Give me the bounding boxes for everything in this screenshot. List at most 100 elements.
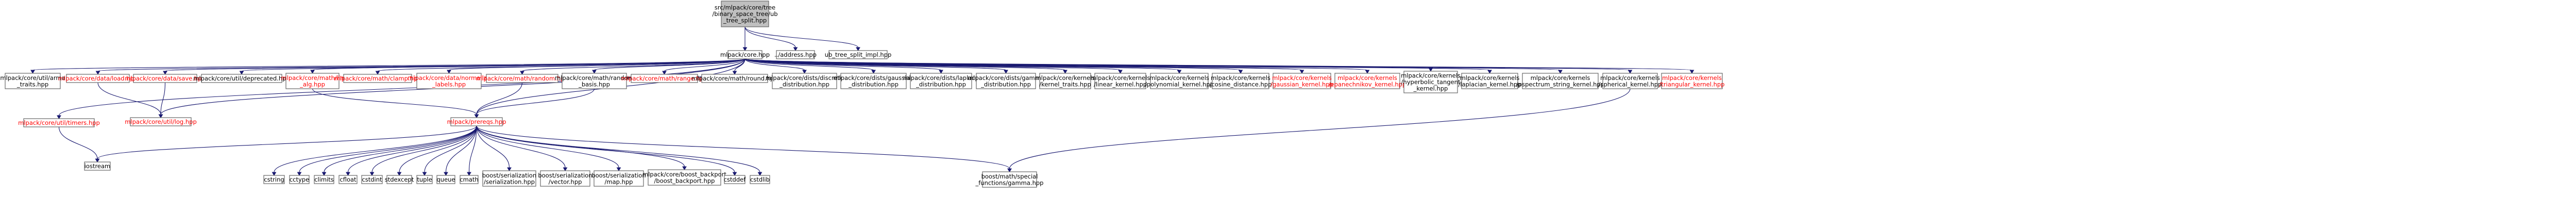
node-box — [976, 73, 1036, 89]
node-label: mlpack/core/dists/gaussian — [833, 74, 913, 82]
node-clamp[interactable]: mlpack/core/math/clamp.hpp — [334, 74, 421, 83]
node-random[interactable]: mlpack/core/math/random.hpp — [476, 74, 568, 83]
node-gauss_k[interactable]: mlpack/core/kernels/gaussian_kernel.hpp — [1270, 73, 1333, 89]
node-label: ub_tree_split_impl.hpp — [825, 51, 892, 58]
node-gaussian_d[interactable]: mlpack/core/dists/gaussian_distribution.… — [833, 73, 914, 89]
node-box — [5, 73, 61, 89]
node-log[interactable]: mlpack/core/util/log.hpp — [125, 117, 197, 126]
node-cosine_d[interactable]: mlpack/core/kernels/cosine_distance.hpp — [1210, 73, 1272, 89]
node-load[interactable]: mlpack/core/data/load.hpp — [58, 74, 138, 83]
node-address[interactable]: ../address.hpp — [774, 50, 817, 59]
node-cstring[interactable]: cstring — [263, 175, 285, 184]
node-cstdint[interactable]: cstdint — [361, 175, 383, 184]
node-cmath[interactable]: cmath — [460, 175, 479, 184]
node-round[interactable]: mlpack/core/math/round.hpp — [691, 74, 778, 83]
node-label: _traits.hpp — [16, 80, 48, 88]
arrowhead — [563, 167, 568, 171]
arrowhead — [1365, 70, 1370, 74]
edge-core-to-tri_k — [744, 58, 1694, 74]
node-deprecated[interactable]: mlpack/core/util/deprecated.hpp — [193, 74, 290, 83]
edge-line — [312, 58, 745, 71]
node-discrete[interactable]: mlpack/core/dists/discrete_distribution.… — [766, 73, 843, 89]
node-normalize[interactable]: mlpack/core/data/normalize_labels.hpp — [408, 73, 490, 89]
arrowhead — [793, 47, 798, 51]
node-label: _distribution.hpp — [916, 80, 966, 88]
node-label: /vector.hpp — [549, 178, 582, 185]
edge-core-to-laplace_d — [744, 58, 943, 74]
node-label: mlpack/core/kernels — [1091, 74, 1150, 82]
node-lin_alg[interactable]: mlpack/core/math/lin_alg.hpp — [281, 73, 344, 89]
node-timer[interactable]: mlpack/core/util/timers.hpp — [18, 118, 100, 127]
edge-line — [347, 125, 477, 173]
node-box — [338, 175, 358, 184]
node-poly_k[interactable]: mlpack/core/kernels/polynomial_kernel.hp… — [1145, 73, 1214, 89]
node-label: mlpack/core/kernels — [1662, 74, 1722, 82]
node-box — [450, 117, 503, 126]
node-cctype[interactable]: cctype — [289, 175, 310, 184]
node-queue[interactable]: queue — [436, 175, 455, 184]
edge-prereqs-to-b_map — [476, 125, 621, 171]
node-label: cctype — [290, 176, 309, 183]
node-b_vec[interactable]: boost/serialization/vector.hpp — [538, 170, 592, 187]
node-cfloat[interactable]: cfloat — [338, 175, 358, 184]
node-label: /epanechnikov_kernel.hpp — [1329, 80, 1406, 88]
node-label: boost/serialization — [591, 172, 646, 179]
node-laplace_d[interactable]: mlpack/core/dists/laplace_distribution.h… — [903, 73, 979, 89]
node-pspec_k[interactable]: mlpack/core/kernels/pspectrum_string_ker… — [1516, 73, 1604, 89]
node-b_gamma[interactable]: boost/math/special_functions/gamma.hpp — [975, 171, 1044, 188]
node-b_map[interactable]: boost/serialization/map.hpp — [591, 170, 646, 187]
edge-line — [32, 58, 745, 71]
node-b_bp[interactable]: mlpack/core/boost_backport/boost_backpor… — [642, 169, 726, 186]
node-epan_k[interactable]: mlpack/core/kernels/epanechnikov_kernel.… — [1329, 73, 1406, 89]
node-b_ser[interactable]: boost/serialization/serialization.hpp — [482, 170, 536, 187]
node-box — [130, 117, 192, 126]
node-climits[interactable]: climits — [314, 175, 334, 184]
edge-line — [299, 125, 477, 173]
node-save[interactable]: mlpack/core/data/save.hpp — [125, 74, 206, 83]
node-linear_k[interactable]: mlpack/core/kernels/linear_kernel.hpp — [1091, 73, 1150, 89]
node-prereqs[interactable]: mlpack/prereqs.hpp — [447, 117, 506, 126]
node-cstddef[interactable]: cstddef — [724, 175, 746, 184]
node-hyper_k[interactable]: mlpack/core/kernels/hyperbolic_tangent_k… — [1401, 71, 1461, 93]
node-gamma_d[interactable]: mlpack/core/dists/gamma_distribution.hpp — [968, 73, 1044, 89]
node-cstdlib[interactable]: cstdlib — [750, 175, 770, 184]
edge-root-to-core — [742, 27, 748, 51]
node-kernel_traits[interactable]: mlpack/core/kernels/kernel_traits.hpp — [1036, 73, 1095, 89]
node-ubimpl[interactable]: ub_tree_split_impl.hpp — [825, 50, 892, 59]
arrowhead — [616, 167, 621, 171]
node-tuple[interactable]: tuple — [416, 175, 433, 184]
node-sph_k[interactable]: mlpack/core/kernels/spherical_kernel.hpp — [1599, 73, 1662, 89]
node-label: mlpack/prereqs.hpp — [447, 118, 506, 125]
node-iostream[interactable]: iostream — [84, 161, 111, 171]
arrowhead — [1177, 70, 1182, 74]
node-random_basis[interactable]: mlpack/core/math/random_basis.hpp — [555, 73, 634, 89]
node-laplace_k[interactable]: mlpack/core/kernels/laplacian_kernel.hpp — [1458, 73, 1521, 89]
node-label: mlpack/core/util/deprecated.hpp — [193, 75, 290, 82]
edge-core-to-lin_alg — [310, 58, 745, 74]
node-core[interactable]: mlpack/core.hpp — [720, 50, 770, 59]
node-stdexcept[interactable]: stdexcept — [385, 175, 414, 184]
arrowhead — [375, 71, 380, 75]
node-box — [314, 175, 334, 184]
arrowhead — [939, 70, 943, 74]
node-box — [436, 175, 455, 184]
node-label: _distribution.hpp — [779, 80, 829, 88]
node-label: boost/serialization — [538, 172, 592, 179]
node-box — [631, 74, 698, 83]
node-arma_traits[interactable]: mlpack/core/util/arma_traits.hpp — [0, 73, 65, 89]
node-label: _distribution.hpp — [848, 80, 899, 88]
node-label: mlpack/core/kernels — [1401, 72, 1461, 79]
node-box — [416, 73, 482, 89]
node-label: /map.hpp — [605, 178, 633, 185]
node-label: mlpack/core/util/arma — [0, 74, 65, 82]
node-label: cstdint — [362, 176, 382, 183]
node-tri_k[interactable]: mlpack/core/kernels/triangular_kernel.hp… — [1659, 73, 1725, 89]
edge-line — [448, 58, 745, 71]
node-box — [1094, 73, 1146, 89]
node-box — [1602, 73, 1658, 89]
node-range[interactable]: mlpack/core/math/range.hpp — [621, 74, 707, 83]
edge-prereqs-to-queue — [444, 125, 477, 176]
arrowhead — [592, 70, 597, 74]
node-label: /linear_kernel.hpp — [1094, 80, 1147, 88]
node-label: ../address.hpp — [774, 51, 817, 58]
